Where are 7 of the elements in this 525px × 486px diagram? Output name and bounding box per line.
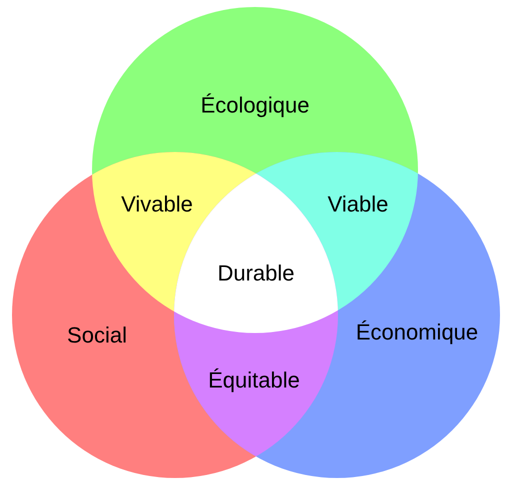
region-label: Vivable [121,190,193,218]
region-label: Équitable [208,366,300,394]
region-label: Social [67,321,127,349]
region-label: Durable [217,259,295,287]
region-label: Viable [328,190,388,218]
region-label: Écologique [200,91,310,119]
region-label: Économique [356,318,478,346]
